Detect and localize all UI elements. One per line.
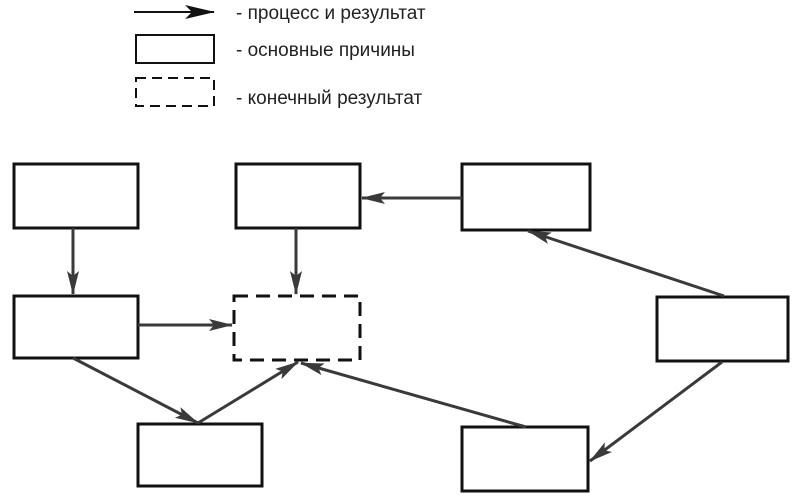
- legend: - процесс и результат - основные причины…: [134, 3, 426, 109]
- arrow-bottom-right-to-final-result: [300, 361, 527, 429]
- arrow-middle-left-to-bottom-left: [72, 356, 199, 425]
- legend-final-result-label: - конечный результат: [236, 88, 423, 109]
- legend-main-causes-label: - основные причины: [236, 40, 415, 61]
- box-middle-right: [655, 295, 790, 363]
- legend-main-causes-row: - основные причины: [135, 34, 415, 64]
- legend-dashed-box-icon: [135, 77, 215, 107]
- arrow-middle-right-to-bottom-right: [589, 360, 723, 463]
- legend-process-label: - процесс и результат: [236, 3, 426, 24]
- box-final-result: [232, 294, 362, 362]
- box-top-right: [460, 162, 592, 232]
- box-top-left: [12, 162, 140, 230]
- box-bottom-left: [136, 422, 264, 488]
- box-top-center: [234, 162, 362, 230]
- legend-final-result-row: - конечный результат: [135, 77, 423, 109]
- box-bottom-right: [460, 425, 590, 493]
- arrow-bottom-left-to-final-result: [197, 360, 299, 425]
- legend-process-row: - процесс и результат: [134, 3, 426, 24]
- arrow-middle-right-to-top-right: [527, 229, 725, 298]
- legend-solid-box-icon: [135, 34, 215, 64]
- box-middle-left: [12, 294, 140, 360]
